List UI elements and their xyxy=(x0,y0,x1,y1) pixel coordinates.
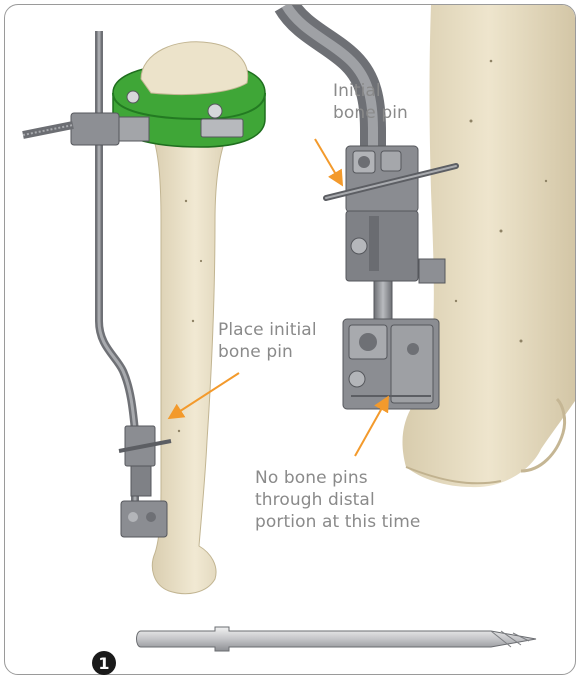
drill-bit-icon xyxy=(137,627,537,651)
callout-initial-pin: Initial bone pin xyxy=(333,80,408,124)
step-number-badge: 1 xyxy=(92,651,116,675)
arrow-initial-pin xyxy=(315,139,341,183)
tibial-plateau xyxy=(141,42,248,95)
distal-bone-closeup xyxy=(402,5,575,487)
side-clamp xyxy=(23,113,149,145)
callout-place-pin: Place initial bone pin xyxy=(218,319,317,363)
callout-no-pins: No bone pins through distal portion at t… xyxy=(255,467,420,533)
figure-frame: Initial bone pin Place initial bone pin … xyxy=(4,4,576,675)
